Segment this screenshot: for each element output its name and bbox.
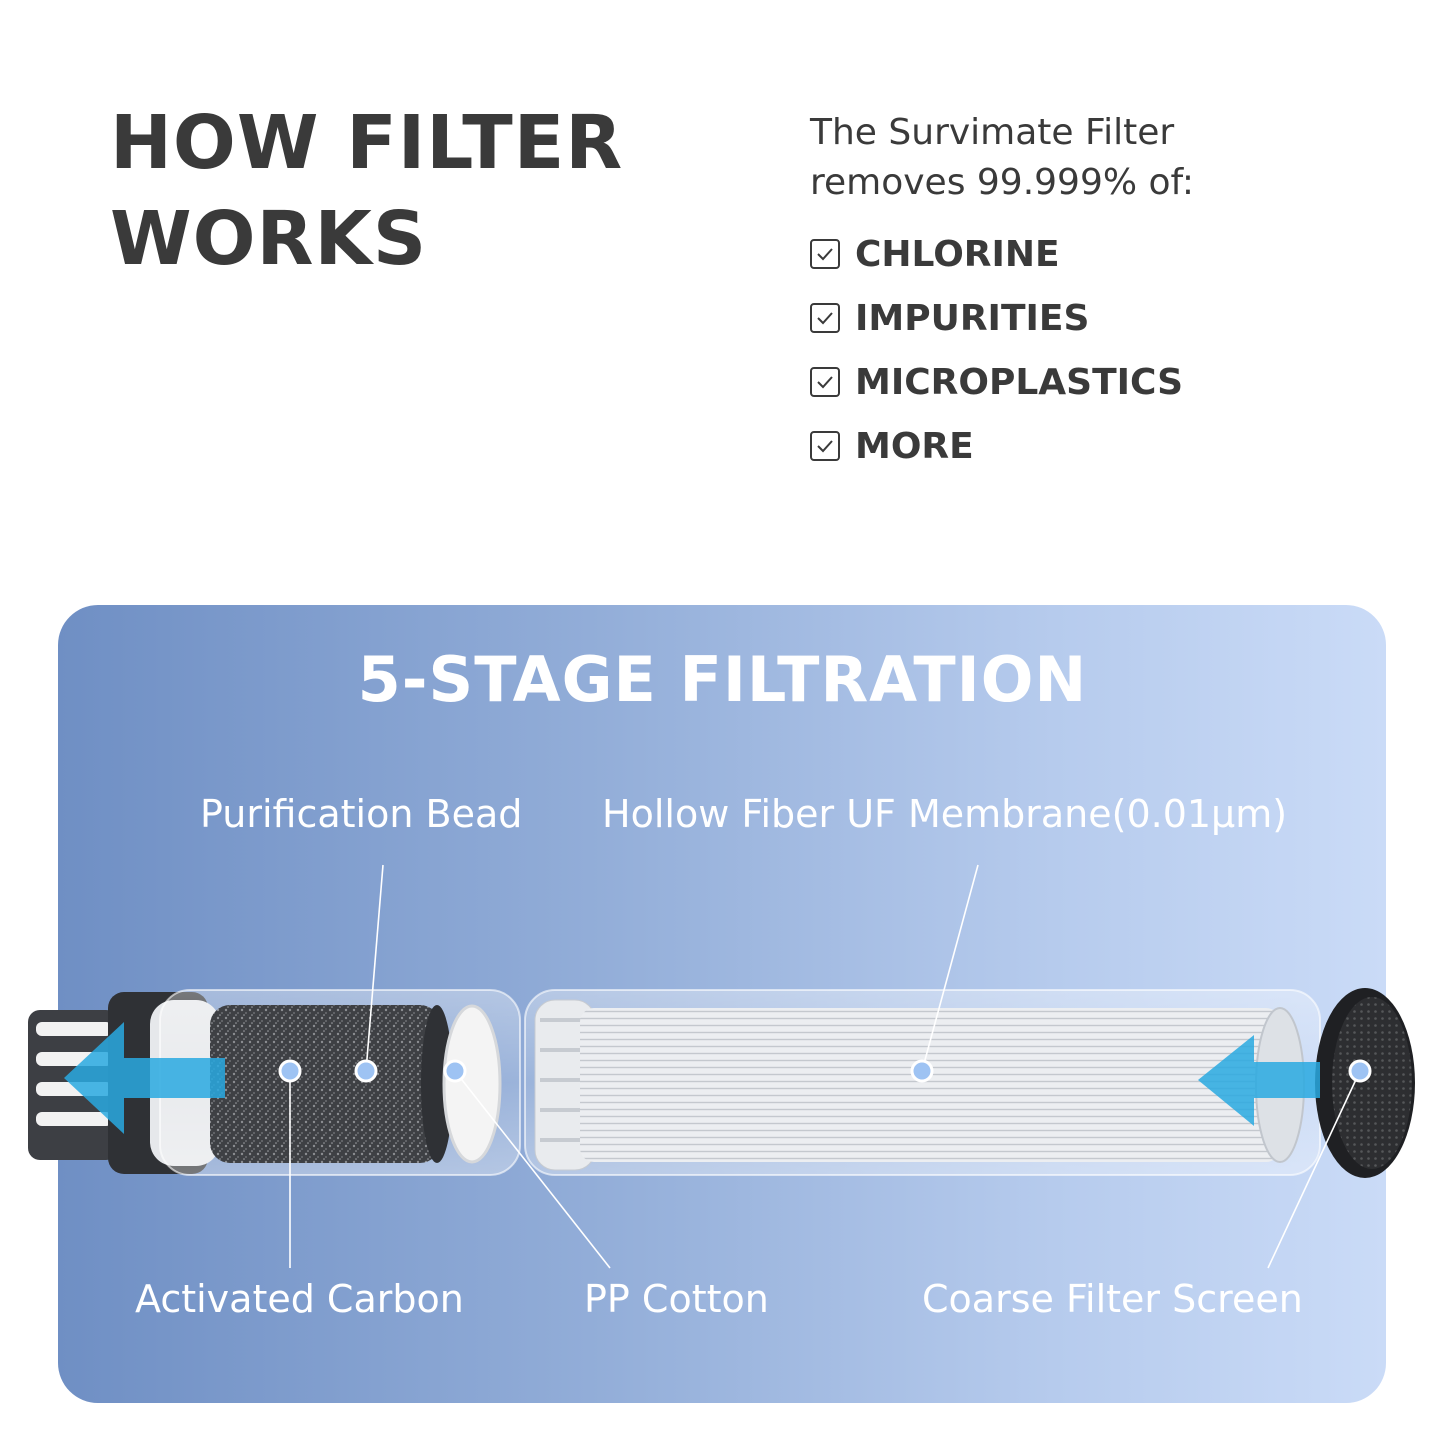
checklist-item: CHLORINE: [810, 222, 1183, 286]
checkbox-checked-icon: [810, 431, 840, 461]
callout-lines: [289, 864, 1361, 1269]
intro-line-1: The Survimate Filter: [810, 112, 1175, 153]
label-purification-bead: Purification Bead: [200, 792, 523, 836]
label-hollow-fiber: Hollow Fiber UF Membrane(0.01μm): [602, 792, 1288, 836]
headline-line-2: WORKS: [110, 196, 428, 282]
headline-line-1: HOW FILTER: [110, 100, 624, 186]
label-pp-cotton: PP Cotton: [584, 1277, 769, 1321]
checklist-label: MICROPLASTICS: [855, 361, 1184, 403]
checkbox-checked-icon: [810, 239, 840, 269]
intro-text: The Survimate Filter removes 99.999% of:: [810, 108, 1370, 208]
checklist-label: CHLORINE: [855, 233, 1060, 275]
label-coarse-screen: Coarse Filter Screen: [922, 1277, 1303, 1321]
headline: HOW FILTER WORKS: [110, 95, 623, 287]
callout-dots: [278, 1059, 1372, 1083]
coarse-screen-disc: [1315, 988, 1415, 1178]
checklist-label: IMPURITIES: [855, 297, 1090, 339]
intro-line-2: removes 99.999% of:: [810, 162, 1195, 203]
contaminant-checklist: CHLORINE IMPURITIES MICROPLASTICS MORE: [810, 222, 1183, 478]
flow-arrow-icon: [1198, 1035, 1320, 1126]
panel-title: 5-STAGE FILTRATION: [357, 643, 1088, 716]
checkbox-checked-icon: [810, 367, 840, 397]
checkbox-checked-icon: [810, 303, 840, 333]
activated-carbon-cylinder: [210, 1005, 453, 1163]
pp-cotton-disc: [442, 1004, 502, 1164]
checklist-item: IMPURITIES: [810, 286, 1183, 350]
label-activated-carbon: Activated Carbon: [135, 1277, 464, 1321]
checklist-item: MORE: [810, 414, 1183, 478]
checklist-label: MORE: [855, 425, 974, 467]
flow-arrow-icon: [64, 1022, 225, 1134]
hollow-fiber-cartridge: [524, 989, 1321, 1176]
checklist-item: MICROPLASTICS: [810, 350, 1183, 414]
